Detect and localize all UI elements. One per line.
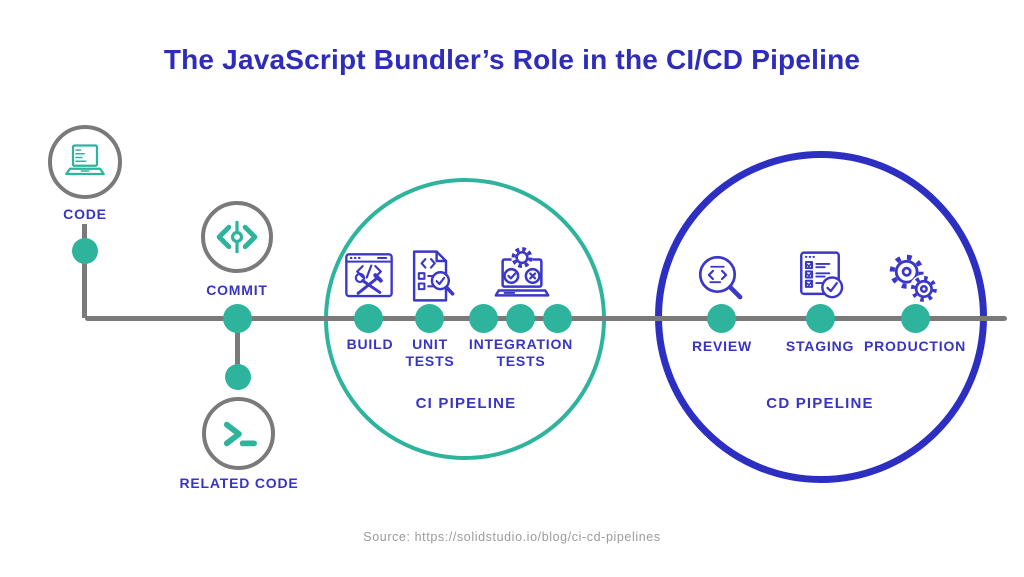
review-label: REVIEW	[691, 338, 753, 354]
code-label: CODE	[63, 206, 107, 222]
related-code-label: RELATED CODE	[179, 475, 299, 491]
integration-tests-dot-3	[543, 304, 572, 333]
build-label: BUILD	[346, 336, 394, 352]
code-review-magnifier-icon	[698, 255, 743, 300]
cd-pipeline-label: CD PIPELINE	[766, 395, 874, 412]
staging-checklist-icon	[800, 251, 844, 299]
unit-tests-document-magnifier-icon	[412, 250, 455, 302]
laptop-code-icon	[65, 144, 105, 176]
commit-node-circle	[201, 201, 273, 273]
staging-label: STAGING	[785, 338, 855, 354]
code-connector-line	[82, 224, 87, 318]
commit-label: COMMIT	[206, 282, 268, 298]
related-code-node-circle	[202, 397, 275, 470]
review-dot	[707, 304, 736, 333]
ci-pipeline-label: CI PIPELINE	[415, 395, 517, 412]
unit-tests-dot	[415, 304, 444, 333]
integration-tests-dot-1	[469, 304, 498, 333]
integration-tests-laptop-gear-icon	[494, 246, 550, 297]
production-gears-icon	[889, 254, 939, 304]
code-node-circle	[48, 125, 122, 199]
related-code-connector-line	[235, 318, 240, 378]
production-dot	[901, 304, 930, 333]
build-dot	[354, 304, 383, 333]
staging-dot	[806, 304, 835, 333]
integration-tests-label: INTEGRATION TESTS	[468, 336, 574, 370]
commit-dot	[223, 304, 252, 333]
related-code-dot	[225, 364, 251, 390]
code-dot	[72, 238, 98, 264]
source-caption: Source: https://solidstudio.io/blog/ci-c…	[363, 530, 661, 544]
build-window-tools-icon	[345, 253, 393, 298]
terminal-icon	[223, 421, 257, 446]
diagram-title: The JavaScript Bundler’s Role in the CI/…	[163, 44, 861, 75]
unit-tests-label: UNIT TESTS	[405, 336, 455, 370]
git-commit-icon	[216, 220, 258, 254]
integration-tests-dot-2	[506, 304, 535, 333]
production-label: PRODUCTION	[863, 338, 967, 354]
